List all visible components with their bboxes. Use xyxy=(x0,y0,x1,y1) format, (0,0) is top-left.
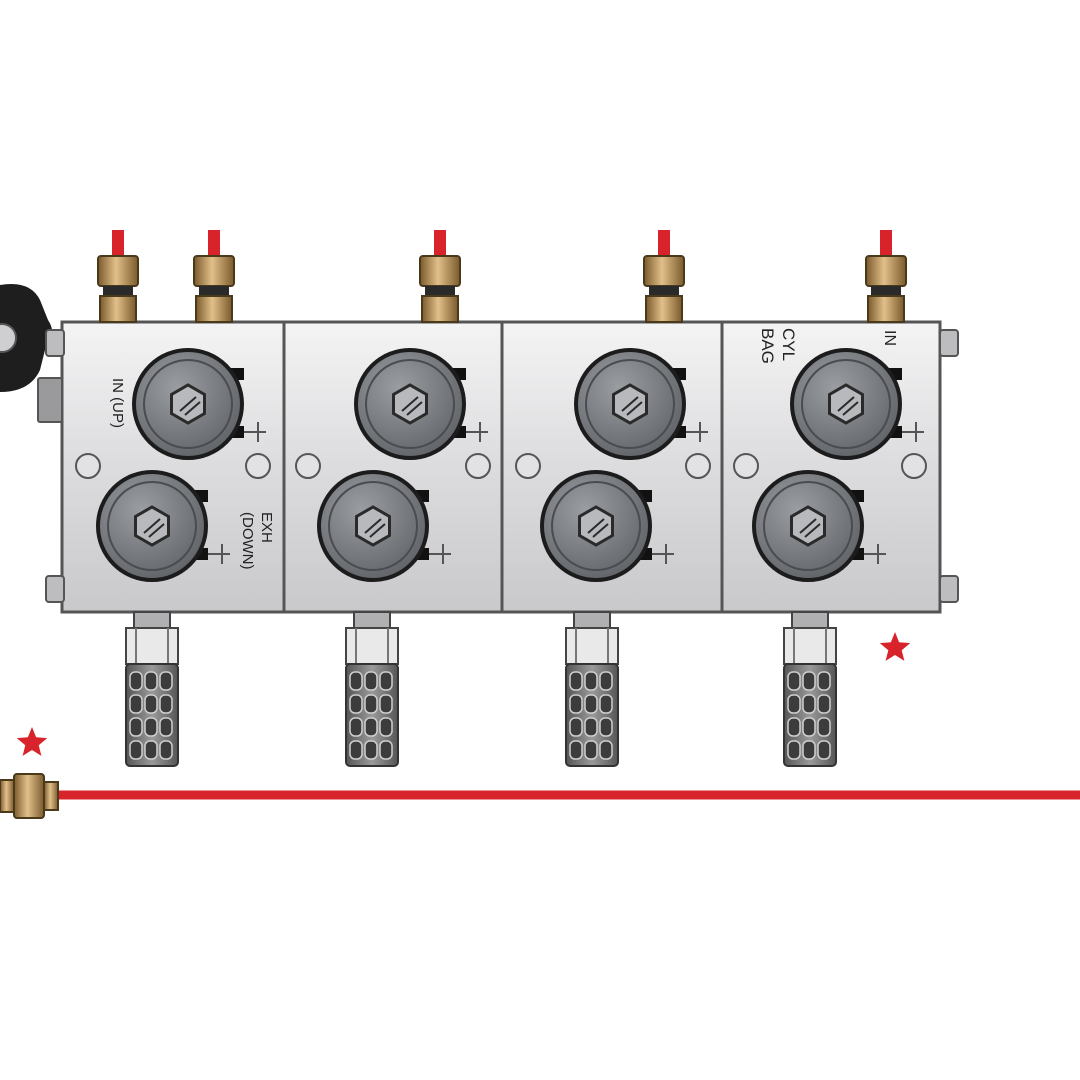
brass-fitting-4 xyxy=(643,230,685,323)
exhaust-mufflers xyxy=(125,611,837,767)
valve-1 xyxy=(132,348,266,460)
valve-8 xyxy=(752,470,886,582)
top-fittings xyxy=(97,230,907,323)
label-bag: BAG xyxy=(758,328,777,364)
red-air-tube xyxy=(658,230,670,256)
label-down: (DOWN) xyxy=(239,512,256,569)
label-in: IN xyxy=(881,330,898,346)
valve-7 xyxy=(790,348,924,460)
red-air-tube xyxy=(112,230,124,256)
mounting-hole-4 xyxy=(465,453,491,479)
valves xyxy=(96,348,924,582)
mounting-hole-8 xyxy=(901,453,927,479)
mounting-holes xyxy=(75,453,927,479)
star-marker-2 xyxy=(879,632,911,661)
label-exh: EXH xyxy=(258,512,275,543)
valve-3 xyxy=(354,348,488,460)
valve-5 xyxy=(574,348,708,460)
label-cyl: CYL xyxy=(779,328,798,361)
red-air-tube xyxy=(208,230,220,256)
red-air-tube xyxy=(434,230,446,256)
mounting-hole-2 xyxy=(245,453,271,479)
label-in-up: IN (UP) xyxy=(109,378,126,428)
mounting-hole-5 xyxy=(515,453,541,479)
brass-fitting-2 xyxy=(193,230,235,323)
brass-fitting-1 xyxy=(97,230,139,323)
exhaust-muffler-4 xyxy=(783,611,837,767)
red-air-tube xyxy=(880,230,892,256)
star-marker-1 xyxy=(16,727,48,756)
valve-4 xyxy=(317,470,451,582)
brass-fitting-3 xyxy=(419,230,461,323)
valve-2 xyxy=(96,470,230,582)
knob-icon xyxy=(0,284,53,392)
brass-fitting-5 xyxy=(865,230,907,323)
valve-6 xyxy=(540,470,674,582)
mounting-hole-6 xyxy=(685,453,711,479)
exhaust-muffler-2 xyxy=(345,611,399,767)
mounting-hole-1 xyxy=(75,453,101,479)
exhaust-muffler-3 xyxy=(565,611,619,767)
mounting-hole-7 xyxy=(733,453,759,479)
mounting-hole-3 xyxy=(295,453,321,479)
inlet-fitting xyxy=(0,773,59,819)
exhaust-muffler-1 xyxy=(125,611,179,767)
